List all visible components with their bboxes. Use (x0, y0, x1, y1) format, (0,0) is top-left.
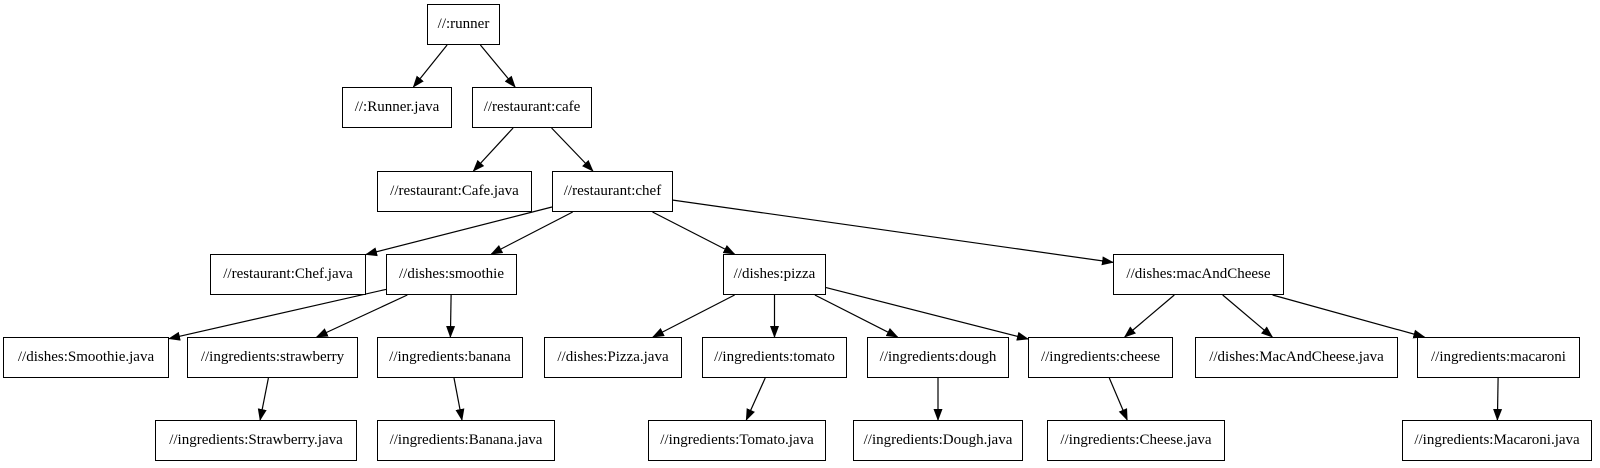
node-label: //restaurant:Cafe.java (390, 183, 519, 199)
node-label: //ingredients:macaroni (1431, 349, 1566, 365)
node-cafe: //restaurant:cafe (472, 87, 592, 128)
node-label: //restaurant:Chef.java (223, 266, 353, 282)
node-label: //ingredients:Dough.java (863, 432, 1013, 448)
edge-chef-to-mac-and-cheese (672, 199, 1114, 266)
node-mac-and-cheese: //dishes:macAndCheese (1113, 254, 1284, 295)
node-label: //dishes:pizza (733, 266, 816, 282)
node-chef-java: //restaurant:Chef.java (210, 254, 366, 295)
edge-cafe-to-cafe-java (472, 127, 514, 172)
node-label: //dishes:Pizza.java (557, 349, 669, 365)
node-runner: //:runner (427, 4, 500, 45)
node-label: //dishes:Smoothie.java (17, 349, 155, 365)
edge-mac-and-cheese-to-macaroni (1272, 294, 1426, 339)
node-dough: //ingredients:dough (867, 337, 1009, 378)
edge-smoothie-to-strawberry (315, 294, 408, 338)
node-pizza-java: //dishes:Pizza.java (544, 337, 682, 378)
edge-strawberry-to-strawberry-java (257, 377, 269, 421)
edge-pizza-to-cheese (825, 287, 1029, 341)
node-label: //ingredients:Cheese.java (1060, 432, 1212, 448)
node-cheese-java: //ingredients:Cheese.java (1047, 420, 1225, 461)
edge-tomato-to-tomato-java (745, 377, 766, 421)
edge-cafe-to-chef (551, 127, 594, 172)
edge-chef-to-pizza (652, 211, 736, 255)
node-label: //ingredients:cheese (1040, 349, 1161, 365)
node-banana: //ingredients:banana (377, 337, 523, 378)
edge-pizza-to-dough (814, 294, 899, 338)
node-tomato-java: //ingredients:Tomato.java (648, 420, 826, 461)
node-label: //dishes:macAndCheese (1126, 266, 1271, 282)
node-label: //ingredients:strawberry (200, 349, 345, 365)
node-label: //:runner (437, 16, 490, 32)
edge-mac-and-cheese-to-cheese (1123, 294, 1175, 338)
node-label: //ingredients:Tomato.java (660, 432, 814, 448)
node-label: //restaurant:cafe (483, 99, 581, 115)
edge-smoothie-to-banana (446, 294, 456, 338)
node-smoothie: //dishes:smoothie (386, 254, 517, 295)
node-label: //ingredients:dough (879, 349, 997, 365)
node-cheese: //ingredients:cheese (1028, 337, 1173, 378)
edge-macaroni-to-macaroni-java (1493, 377, 1503, 421)
edge-cheese-to-cheese-java (1108, 377, 1128, 421)
node-banana-java: //ingredients:Banana.java (377, 420, 555, 461)
edge-mac-and-cheese-to-mac-and-cheese-java (1222, 294, 1274, 338)
edge-banana-to-banana-java (453, 377, 465, 421)
node-label: //ingredients:tomato (714, 349, 835, 365)
node-macaroni: //ingredients:macaroni (1417, 337, 1580, 378)
node-label: //ingredients:Strawberry.java (169, 432, 343, 448)
node-strawberry-java: //ingredients:Strawberry.java (155, 420, 357, 461)
node-label: //ingredients:Banana.java (389, 432, 543, 448)
edge-runner-to-runner-java (412, 44, 448, 88)
node-label: //ingredients:banana (389, 349, 511, 365)
node-label: //:Runner.java (354, 99, 440, 115)
node-runner-java: //:Runner.java (342, 87, 452, 128)
node-chef: //restaurant:chef (552, 171, 673, 212)
node-cafe-java: //restaurant:Cafe.java (377, 171, 532, 212)
node-tomato: //ingredients:tomato (702, 337, 847, 378)
edge-chef-to-chef-java (365, 206, 553, 257)
node-label: //restaurant:chef (563, 183, 662, 199)
node-label: //ingredients:Macaroni.java (1414, 432, 1580, 448)
node-macaroni-java: //ingredients:Macaroni.java (1402, 420, 1592, 461)
node-label: //dishes:smoothie (399, 266, 504, 282)
edge-smoothie-to-smoothie-java (168, 288, 387, 341)
node-strawberry: //ingredients:strawberry (187, 337, 358, 378)
edge-runner-to-cafe (479, 44, 516, 88)
node-mac-and-cheese-java: //dishes:MacAndCheese.java (1195, 337, 1398, 378)
edge-pizza-to-pizza-java (652, 294, 735, 338)
node-smoothie-java: //dishes:Smoothie.java (3, 337, 169, 378)
node-pizza: //dishes:pizza (723, 254, 826, 295)
node-dough-java: //ingredients:Dough.java (853, 420, 1023, 461)
node-label: //dishes:MacAndCheese.java (1209, 349, 1384, 365)
edge-chef-to-smoothie (490, 211, 573, 255)
